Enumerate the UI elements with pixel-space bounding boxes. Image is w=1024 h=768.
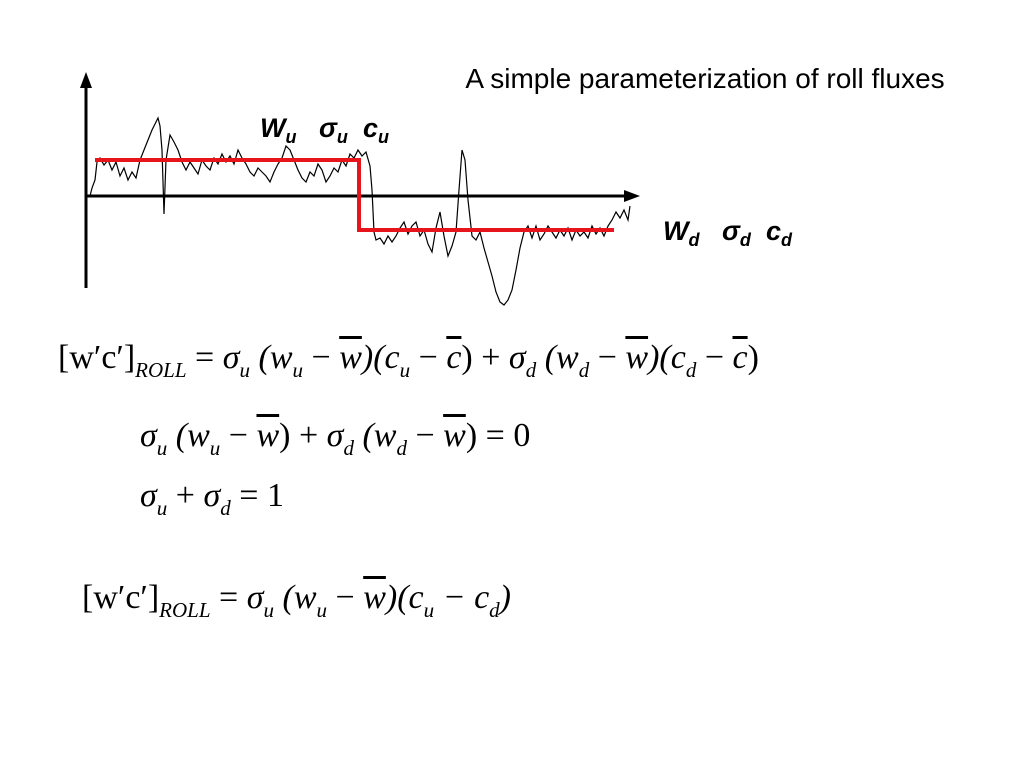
updraft-velocity-label: Wu xyxy=(260,113,297,147)
downdraft-concentration-label: cd xyxy=(765,216,792,250)
updraft-fraction-label: σu xyxy=(319,113,348,147)
downdraft-fraction-label: σd xyxy=(722,216,751,250)
roll-flux-equation: [w′c′]ROLL = σu (wu − w)(cu − c) + σd (w… xyxy=(58,339,759,382)
roll-flux-diagram xyxy=(80,72,640,306)
slide-title: A simple parameterization of roll fluxes xyxy=(465,63,945,94)
y-axis-arrowhead xyxy=(80,72,92,88)
x-axis-arrowhead xyxy=(624,190,640,202)
simplified-roll-flux-equation: [w′c′]ROLL = σu (wu − w)(cu − cd) xyxy=(82,579,511,622)
downdraft-labels: Wd σd cd xyxy=(663,216,792,251)
downdraft-velocity-label: Wd xyxy=(663,216,700,250)
area-fraction-equation: σu + σd = 1 xyxy=(140,477,284,520)
updraft-labels: Wu σu cu xyxy=(260,113,389,148)
updraft-downdraft-step-line xyxy=(95,158,614,232)
mass-balance-equation: σu (wu − w) + σd (wd − w) = 0 xyxy=(140,417,531,460)
updraft-concentration-label: cu xyxy=(362,113,389,147)
